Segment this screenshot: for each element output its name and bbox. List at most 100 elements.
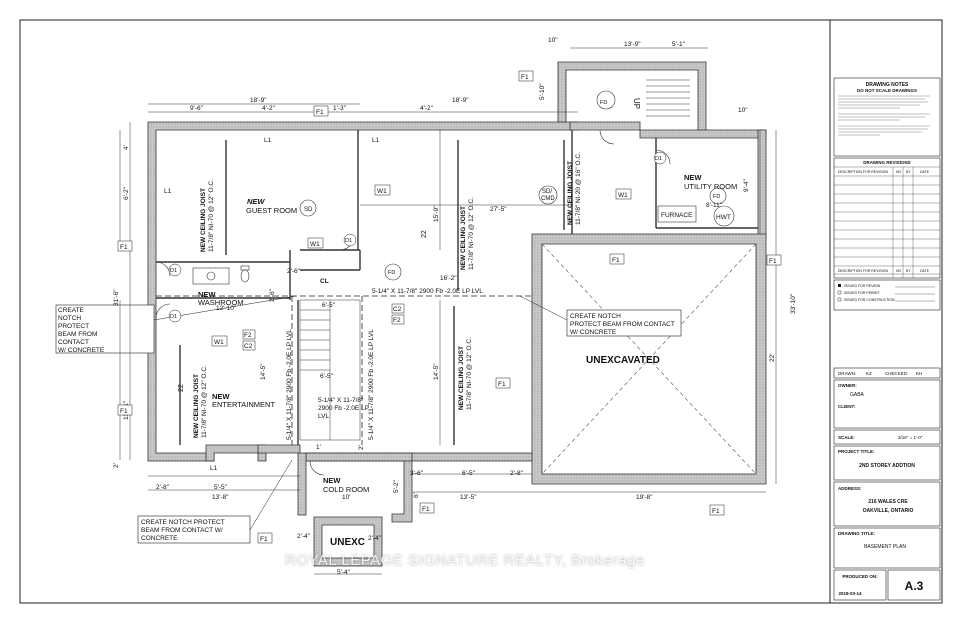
joist-count-tag: 22 [421, 230, 428, 238]
dim-43: 2'-6" [269, 288, 276, 302]
dim-9: 1'-3" [333, 105, 347, 112]
joist-a-title: NEW CEILING JOIST [200, 188, 207, 252]
note-mid-2: PROTECT BEAM FROM CONTACT [570, 321, 675, 328]
dim-32: 3'-6" [410, 470, 424, 477]
washroom-label: WASHROOM [198, 298, 244, 307]
stair-beam-3: LVL [318, 413, 329, 420]
dim-14: 31'-6" [113, 289, 120, 306]
washroom-new: NEW [198, 290, 216, 299]
tag-f1: F1 [117, 240, 133, 252]
sd-cmd-1: SD/ [542, 189, 552, 195]
tag-w1: W1 [307, 237, 324, 249]
utility-label: UTILITY ROOM [684, 182, 737, 191]
svg-text:W1: W1 [618, 192, 628, 199]
tag-f1: F1 [709, 504, 725, 516]
closet-label: CL [320, 278, 329, 285]
cold-room-new: NEW [323, 476, 341, 485]
dim-28: 13'-8" [212, 494, 229, 501]
svg-text:F1: F1 [120, 244, 128, 251]
dim-26: 2'-8" [156, 484, 170, 491]
dim-36: 5'-2" [393, 479, 400, 493]
rev-col-description: DESCRIPTION FOR REVISION [838, 170, 888, 174]
dim-12: 4' [123, 145, 130, 150]
svg-text:F2: F2 [244, 332, 252, 339]
lintel-tag: L1 [264, 137, 272, 144]
watermark: ROYAL LEPAGE SIGNATURE REALTY, Brokerage [285, 552, 645, 569]
dim-39: 19'-8" [636, 494, 653, 501]
issued-construction: ISSUED FOR CONSTRUCTION [844, 298, 895, 302]
svg-text:W1: W1 [310, 241, 320, 248]
do-not-scale-note: DO NOT SCALE DRAWINGS [857, 88, 917, 93]
drawing-title-value: BASEMENT PLAN [864, 544, 906, 550]
dim-40: 2'-4" [297, 533, 311, 540]
dim-45: 1' [316, 444, 321, 451]
tag-f1: F1 [117, 404, 133, 416]
joist-c-spec: 11-7/8" NI-20 @ 16" O.C. [575, 152, 582, 225]
dim-37: 6' [413, 493, 420, 498]
dim-42: 5'-4" [337, 569, 351, 576]
dim-44: 6'-5" [322, 302, 336, 309]
dim-23: 8'-11" [706, 202, 723, 209]
client-label: CLIENT: [838, 404, 856, 409]
unexc-label: UNEXC [330, 537, 365, 548]
svg-text:F1: F1 [260, 536, 268, 543]
stair-beam-1: 5-1/4" X 11-7/8" [318, 397, 364, 404]
tag-c2: C2 [391, 303, 405, 314]
notes-heading: DRAWING NOTES [866, 82, 909, 88]
tag-c2: C2 [242, 340, 256, 351]
tag-f1: F1 [495, 377, 511, 389]
dim-41: 2'-4" [368, 535, 382, 542]
svg-text:F1: F1 [120, 408, 128, 415]
tag-d1: D1 [168, 263, 182, 277]
svg-text:C2: C2 [393, 306, 402, 313]
dim-10: 18'-9" [452, 97, 469, 104]
svg-text:D1: D1 [170, 314, 177, 320]
floor-drain-tag: FD [600, 100, 607, 106]
note-bottom-1: CREATE NOTCH PROTECT [141, 519, 225, 526]
joist-d-spec: 11-7/8" NI-70 @ 12" O.C. [201, 365, 208, 438]
svg-text:F2: F2 [393, 317, 401, 324]
entertainment-label: ENTERTAINMENT [212, 400, 275, 409]
smoke-detector: SD [304, 207, 313, 213]
svg-text:C2: C2 [244, 343, 253, 350]
produced-value: 2018-03-14 [838, 591, 862, 596]
title-block: DRAWING NOTES DO NOT SCALE DRAWINGS DRAW… [833, 77, 941, 601]
svg-text:F1: F1 [712, 508, 720, 515]
svg-text:W1: W1 [214, 339, 224, 346]
dim-3: 10" [548, 37, 558, 44]
note-bottom-2: BEAM FROM CONTACT W/ [141, 527, 223, 534]
beam-v2-label: 5-1/4" X 11-7/8" 2900 Fb -2.0E LP LVL [368, 329, 375, 440]
dim-17: 15'-9" [433, 205, 440, 222]
rev-col-by: BY [906, 170, 911, 174]
svg-text:W1: W1 [377, 188, 387, 195]
dim-4: 5'-10" [539, 83, 546, 100]
address-line-1: 216 WALES CRE [868, 499, 908, 505]
dim-29: 12'-10" [216, 305, 237, 312]
joist-d-title: NEW CEILING JOIST [193, 374, 200, 438]
dim-11: 4'-2" [420, 105, 434, 112]
dim-34: 2'-8" [510, 470, 524, 477]
dim-19: 16'-2" [440, 275, 457, 282]
note-left-5: CONTACT [58, 339, 89, 346]
sheet-border [19, 19, 943, 604]
joist-b-spec: 11-7/8" NI-70 @ 12" O.C. [468, 197, 475, 270]
drawn-label: DRAWN: [838, 371, 856, 376]
project-label: PROJECT TITLE: [838, 449, 875, 454]
note-bottom-3: CONCRETE [141, 535, 178, 542]
dim-16: 2' [113, 463, 120, 468]
rev-col-by-bottom: BY [906, 269, 911, 273]
dim-6: 18'-9" [250, 97, 267, 104]
dim-30: 2'-6" [287, 268, 301, 275]
svg-text:F1: F1 [316, 109, 324, 116]
tag-f2: F2 [242, 329, 256, 340]
tag-f1: F1 [766, 254, 782, 266]
tag-f2: F2 [391, 314, 405, 325]
note-mid-1: CREATE NOTCH [570, 313, 621, 320]
rev-col-no-bottom: NO [896, 269, 902, 273]
produced-label: PRODUCED ON: [842, 574, 878, 579]
joist-e-title: NEW CEILING JOIST [458, 346, 465, 410]
tag-f1: F1 [257, 532, 273, 544]
tag-f1: F1 [419, 502, 435, 514]
checked-value: KH [916, 371, 922, 376]
